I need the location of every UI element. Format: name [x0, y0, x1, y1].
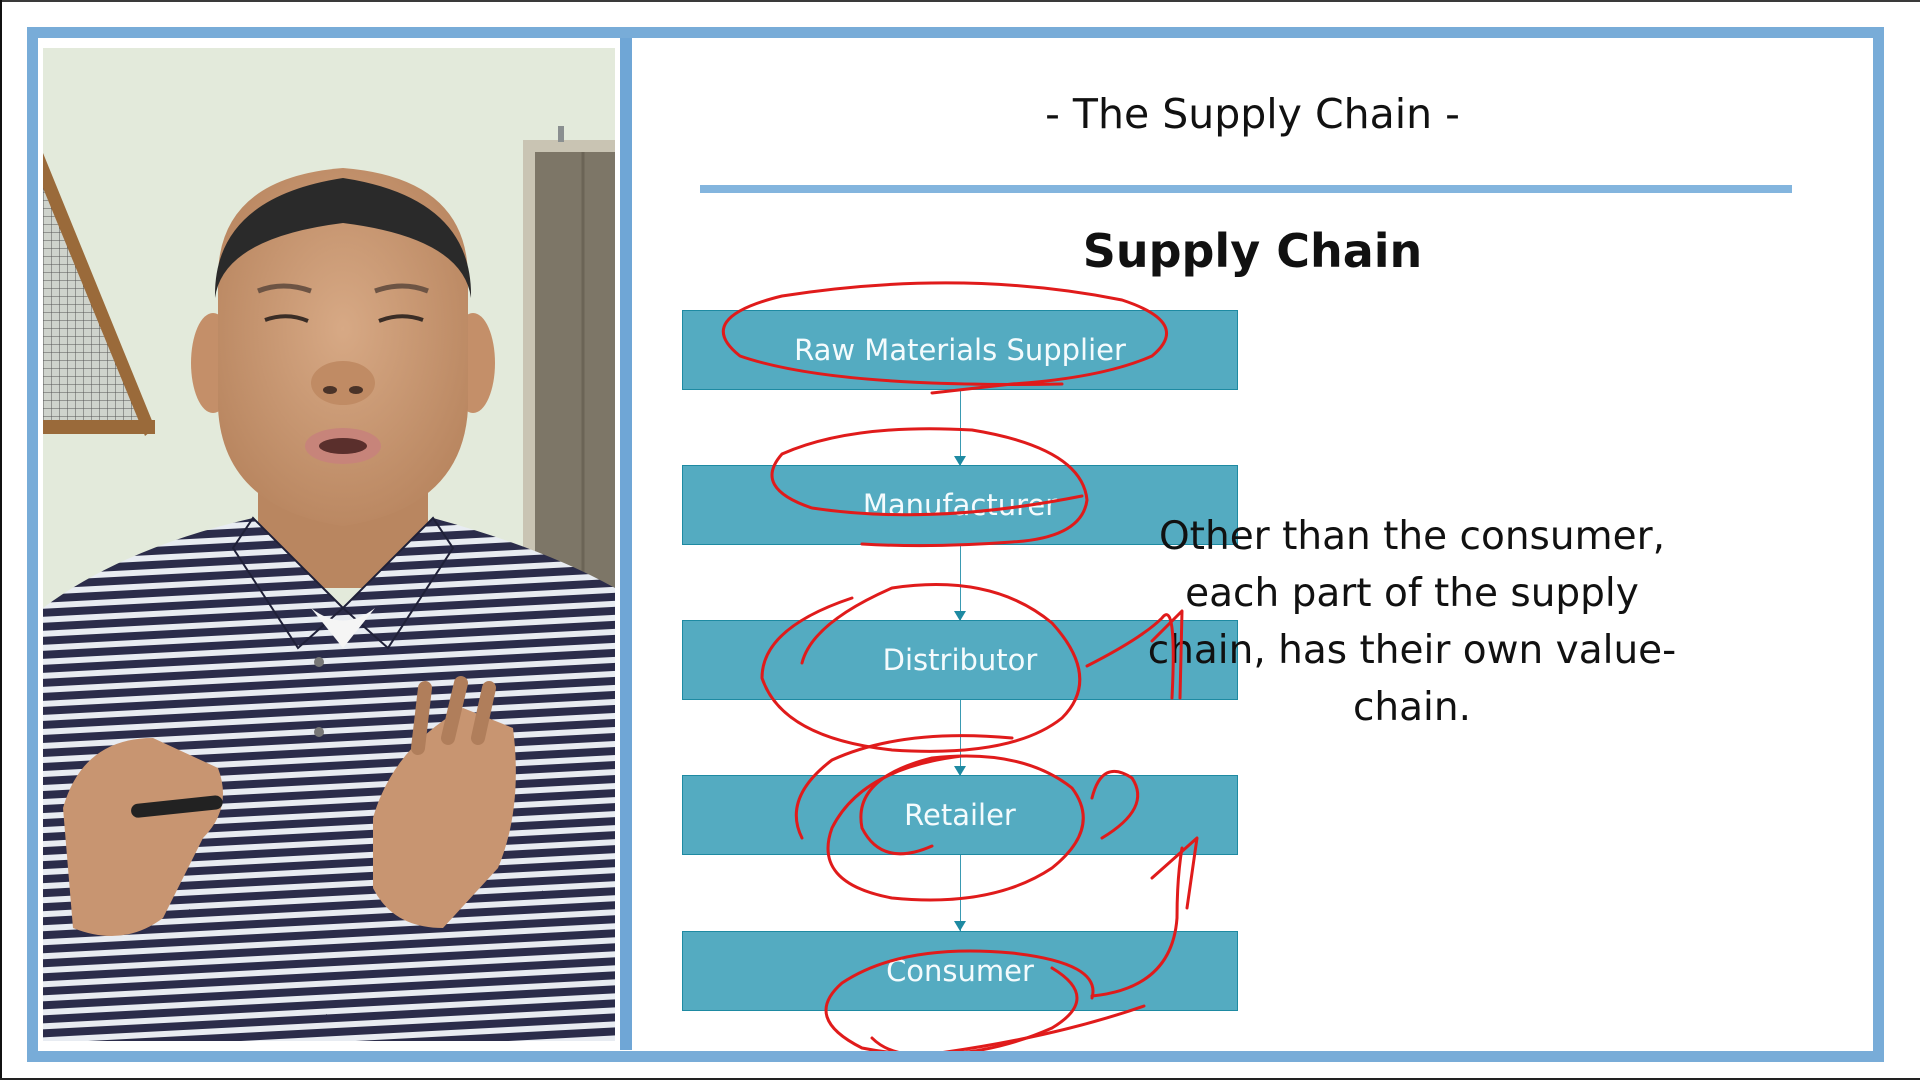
presenter-video — [43, 48, 615, 1041]
flow-connector — [960, 855, 961, 955]
slide-content: - The Supply Chain - Supply Chain Raw Ma… — [632, 38, 1873, 1051]
flow-box-retailer: Retailer — [682, 775, 1238, 855]
left-edge — [0, 0, 2, 1080]
flow-box-raw-materials-supplier: Raw Materials Supplier — [682, 310, 1238, 390]
flow-box-consumer: Consumer — [682, 931, 1238, 1011]
top-edge — [0, 0, 1920, 2]
side-note-line: each part of the supply — [1185, 571, 1639, 616]
side-note-line: chain, has their own value- — [1147, 628, 1677, 673]
side-note-line: Other than the consumer, — [1158, 514, 1666, 559]
presenter-image — [43, 48, 615, 1041]
diagram-heading: Supply Chain — [1082, 224, 1423, 278]
title-divider — [700, 185, 1792, 193]
bottom-edge — [0, 1078, 1920, 1080]
side-note: Other than the consumer, each part of th… — [1062, 508, 1762, 736]
side-note-line: chain. — [1352, 685, 1471, 730]
panel-divider — [620, 38, 632, 1050]
slide-title: - The Supply Chain - — [1045, 90, 1460, 138]
arrow-down-icon — [954, 921, 966, 931]
slide-frame — [27, 27, 1884, 1062]
